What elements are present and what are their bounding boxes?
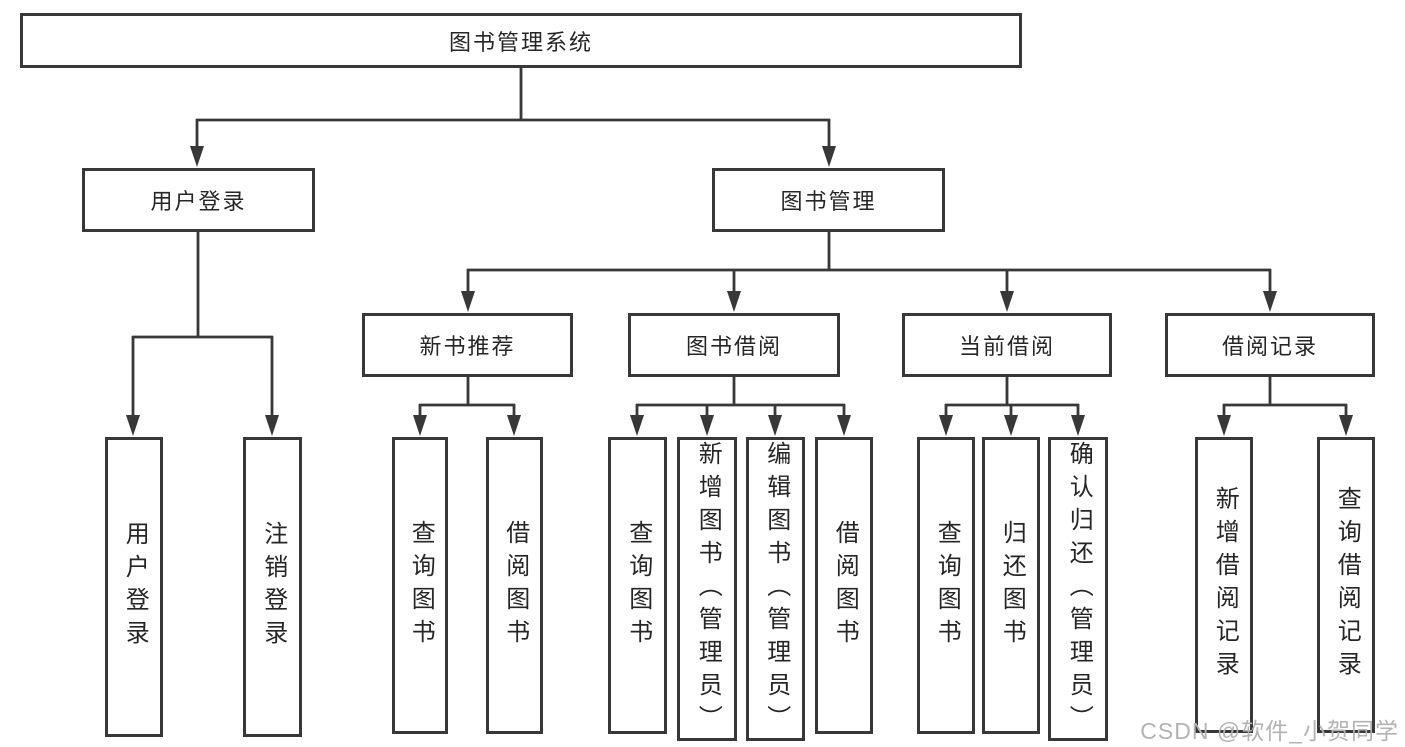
node-label: 归还图书 bbox=[998, 519, 1026, 652]
node-label: 借阅图书 bbox=[501, 519, 529, 652]
node-label: 注销登录 bbox=[259, 521, 287, 653]
leaf-query-borrow-record: 查询借阅记录 bbox=[1317, 437, 1375, 733]
node-label: 编辑图书（管理员） bbox=[762, 440, 790, 738]
node-book-borrowing: 图书借阅 bbox=[628, 313, 840, 377]
node-label: 图书管理 bbox=[780, 189, 877, 214]
node-label: 图书管理系统 bbox=[448, 29, 593, 55]
leaf-add-books-admin: 新增图书（管理员） bbox=[677, 437, 737, 741]
leaf-recommend-borrow-books: 借阅图书 bbox=[486, 437, 543, 734]
node-new-book-recommendation: 新书推荐 bbox=[362, 313, 573, 377]
leaf-add-borrow-record: 新增借阅记录 bbox=[1195, 437, 1253, 733]
node-book-management: 图书管理 bbox=[712, 168, 945, 232]
node-label: 新书推荐 bbox=[419, 334, 516, 359]
node-label: 查询图书 bbox=[624, 519, 652, 652]
leaf-logout: 注销登录 bbox=[243, 437, 302, 737]
node-label: 当前借阅 bbox=[958, 334, 1055, 359]
node-label: 借阅记录 bbox=[1221, 334, 1318, 359]
leaf-current-query-books: 查询图书 bbox=[917, 437, 975, 734]
node-label: 用户登录 bbox=[121, 521, 149, 653]
node-label: 新增图书（管理员） bbox=[694, 440, 722, 738]
node-label: 新增借阅记录 bbox=[1211, 486, 1239, 684]
node-user-login: 用户登录 bbox=[82, 168, 315, 232]
node-label: 查询借阅记录 bbox=[1333, 486, 1361, 684]
node-library-system: 图书管理系统 bbox=[20, 13, 1022, 68]
node-label: 确认归还（管理员） bbox=[1065, 440, 1093, 738]
leaf-confirm-return-admin: 确认归还（管理员） bbox=[1048, 437, 1108, 741]
csdn-watermark: CSDN @软件_小贺同学 bbox=[1140, 718, 1399, 744]
node-label: 用户登录 bbox=[150, 189, 247, 214]
leaf-user-login: 用户登录 bbox=[105, 437, 163, 737]
leaf-recommend-query-books: 查询图书 bbox=[392, 437, 448, 734]
node-current-borrowing: 当前借阅 bbox=[902, 313, 1112, 377]
node-label: 借阅图书 bbox=[831, 519, 859, 652]
node-label: 查询图书 bbox=[407, 519, 435, 652]
node-label: 图书借阅 bbox=[685, 334, 782, 359]
leaf-borrowing-query-books: 查询图书 bbox=[608, 437, 667, 734]
leaf-borrowing-borrow-books: 借阅图书 bbox=[815, 437, 873, 734]
leaf-edit-books-admin: 编辑图书（管理员） bbox=[746, 437, 805, 741]
node-borrowing-records: 借阅记录 bbox=[1165, 313, 1375, 377]
node-label: 查询图书 bbox=[933, 519, 961, 652]
leaf-return-books: 归还图书 bbox=[982, 437, 1040, 734]
